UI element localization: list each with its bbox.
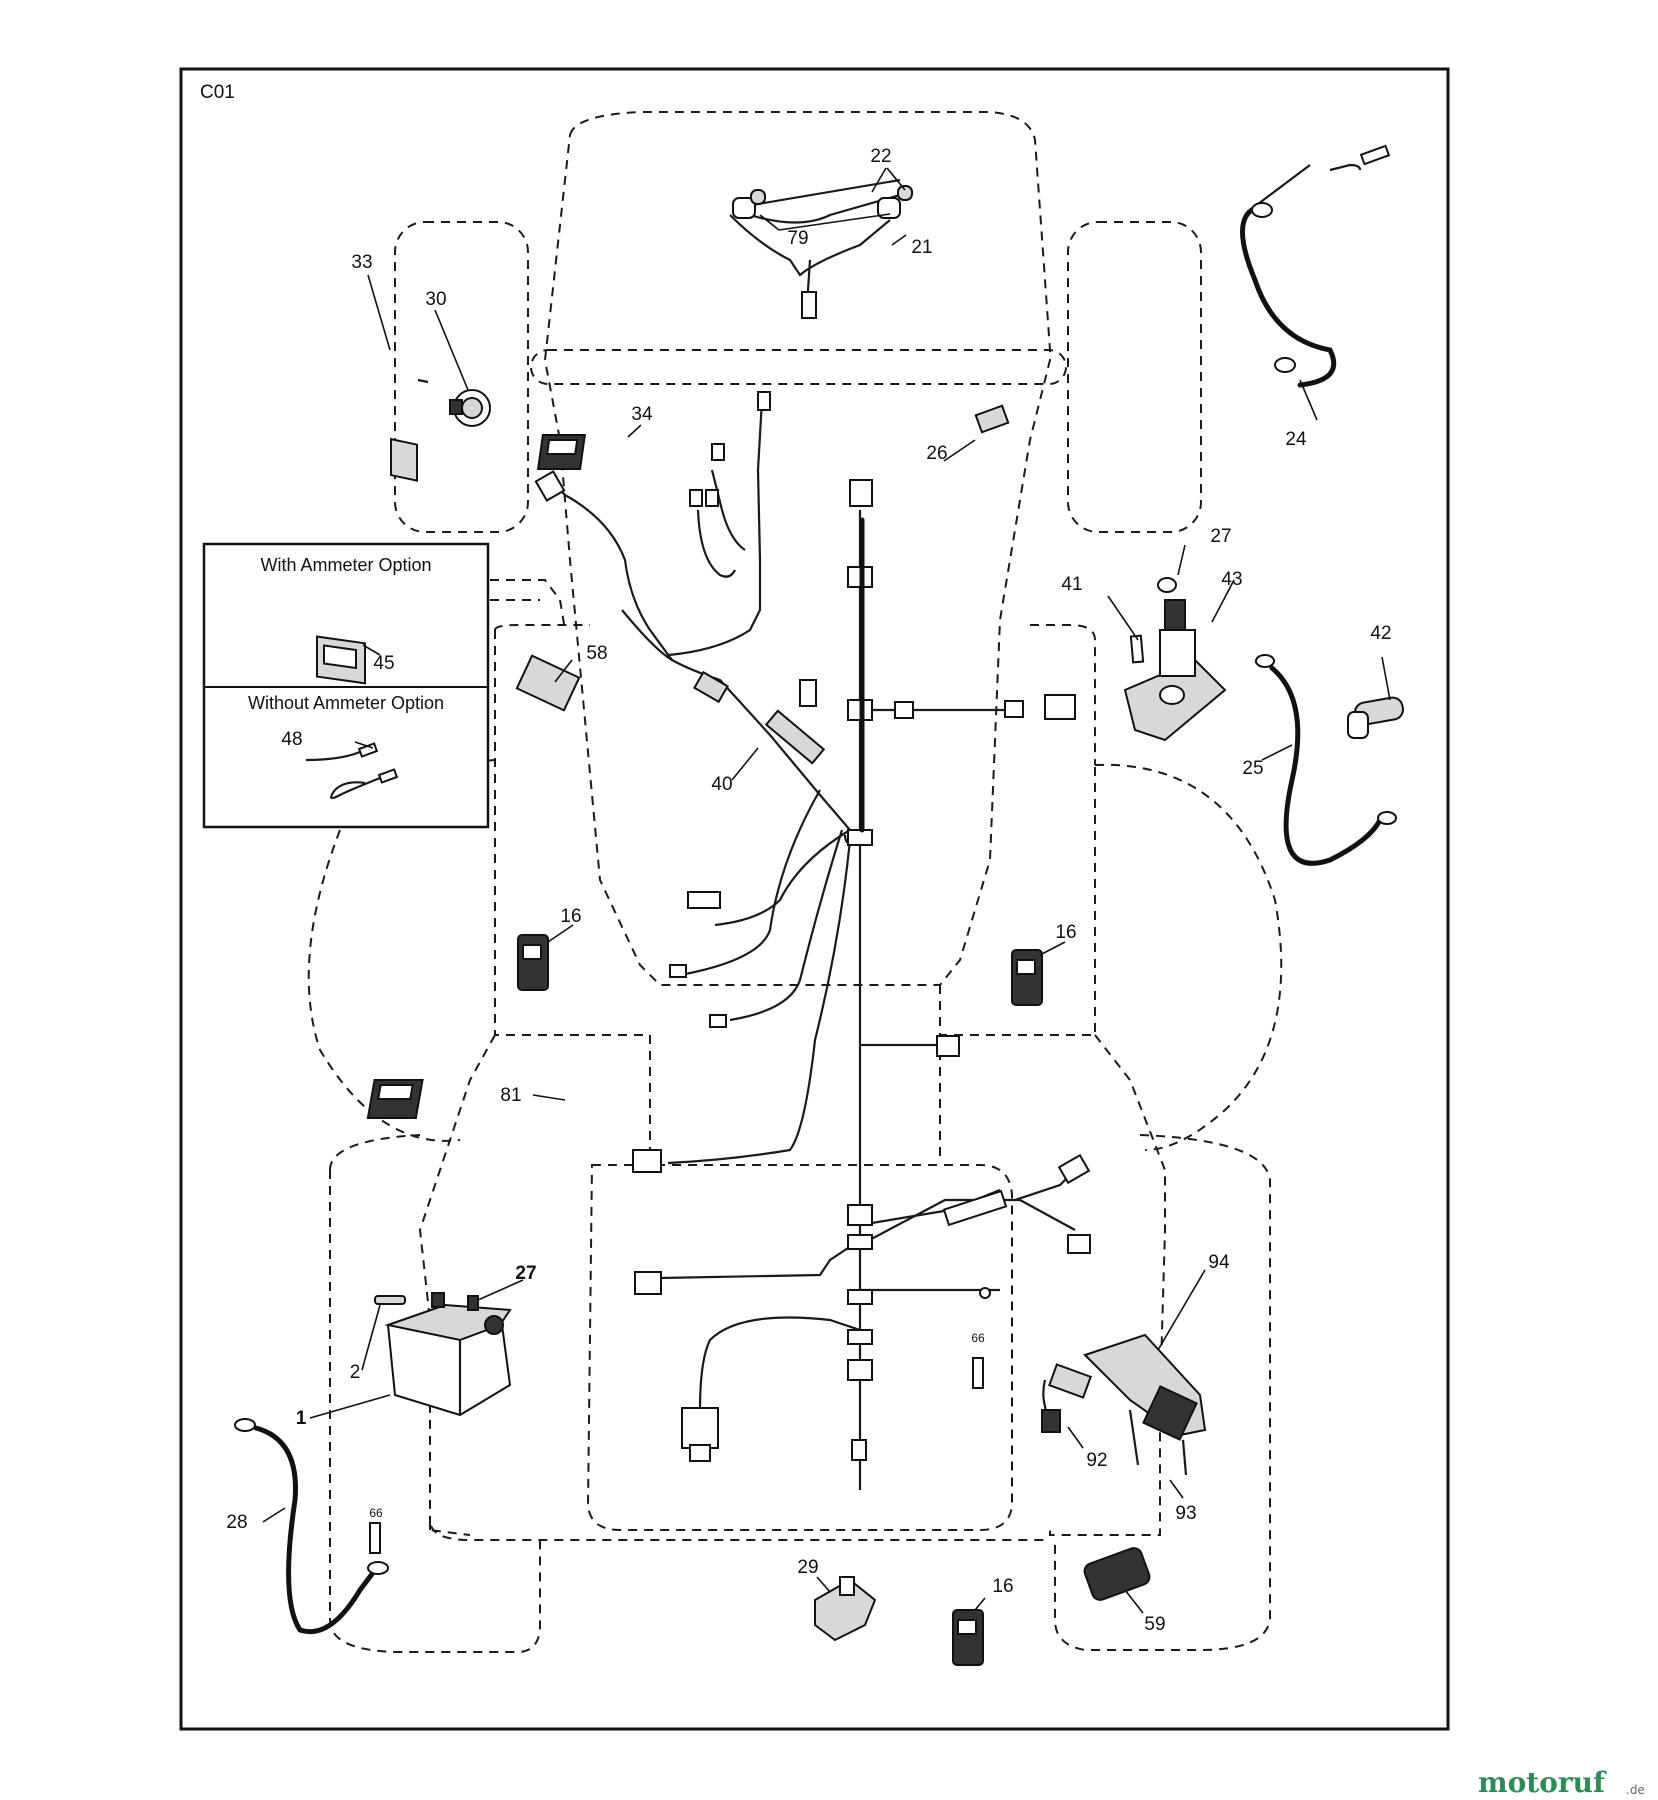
callout-48: 48	[281, 729, 302, 750]
callout-93: 93	[1175, 1503, 1196, 1524]
callout-40: 40	[711, 774, 732, 795]
main-wiring-harness	[534, 391, 1091, 1490]
starter-solenoid	[1123, 577, 1227, 742]
callout-58: 58	[586, 643, 607, 664]
ammeter-option-box: With Ammeter Option Without Ammeter Opti…	[202, 542, 490, 829]
interlock-switch-16-bottom	[952, 1609, 984, 1666]
callout-33: 33	[351, 252, 372, 273]
callout-22: 22	[870, 146, 891, 167]
callout-16-right: 16	[1055, 922, 1076, 943]
callout-45: 45	[373, 653, 394, 674]
without-ammeter-label: Without Ammeter Option	[248, 693, 444, 713]
callout-25: 25	[1242, 758, 1263, 779]
callout-92: 92	[1086, 1450, 1107, 1471]
ammeter-part	[316, 635, 366, 685]
callout-94: 94	[1208, 1252, 1230, 1273]
seat-switch-29	[814, 1576, 877, 1642]
callout-29: 29	[797, 1557, 818, 1578]
with-ammeter-label: With Ammeter Option	[260, 555, 431, 575]
callout-42: 42	[1370, 623, 1391, 644]
callouts: 22 79 21 33 30 34 26 24 27 41 43 42 25 4…	[226, 146, 1391, 1635]
wire-harness-92	[1041, 1363, 1092, 1433]
callout-59: 59	[1144, 1614, 1165, 1635]
screw-66-left	[369, 1522, 381, 1554]
ignition-module-94	[1083, 1333, 1207, 1441]
watermark-domain: .de	[1626, 1783, 1645, 1797]
watermark-logo: motoruf .de	[1478, 1766, 1645, 1799]
callout-27-top: 27	[1210, 526, 1231, 547]
callout-81: 81	[500, 1085, 521, 1106]
callout-16-bottom: 16	[992, 1576, 1013, 1597]
relay-cover-58	[515, 654, 581, 712]
callout-28: 28	[226, 1512, 247, 1533]
callout-66-left: 66	[369, 1506, 383, 1520]
battery-1	[384, 1303, 512, 1417]
relay-81	[366, 1079, 424, 1119]
battery-cable-24	[1240, 144, 1391, 388]
terminal-boot-42	[1347, 696, 1404, 739]
battery-bolt-2	[374, 1292, 445, 1308]
watermark-brand: motoruf	[1478, 1766, 1607, 1799]
screws-93	[1128, 1409, 1188, 1476]
callout-79: 79	[787, 228, 808, 249]
screw-66-right	[972, 1357, 984, 1389]
figure-code: C01	[200, 82, 235, 103]
diagram-frame	[179, 67, 1450, 1731]
battery-cable-25	[1254, 654, 1397, 866]
callout-26: 26	[926, 443, 947, 464]
callout-21: 21	[911, 237, 932, 258]
battery-cable-28	[234, 1418, 389, 1635]
callout-43: 43	[1221, 569, 1242, 590]
tractor-outline	[307, 111, 1283, 1653]
pto-switch	[536, 434, 587, 470]
callout-24: 24	[1285, 429, 1307, 450]
interlock-switch-16-left	[517, 934, 549, 991]
callout-66-right: 66	[971, 1331, 985, 1345]
headlight-harness	[729, 178, 913, 319]
fuse-26	[974, 404, 1010, 434]
callout-34: 34	[631, 404, 653, 425]
callout-2: 2	[350, 1362, 361, 1383]
callout-30: 30	[425, 289, 446, 310]
interlock-switch-16-right	[1011, 949, 1043, 1006]
callout-41: 41	[1061, 574, 1082, 595]
battery-nut-27	[467, 1295, 479, 1311]
callout-16-left: 16	[560, 906, 581, 927]
callout-1: 1	[296, 1408, 307, 1429]
capacitor-59	[1083, 1547, 1151, 1601]
ignition-switch	[390, 378, 491, 482]
callout-27-bottom: 27	[515, 1263, 536, 1284]
leader-lines	[262, 167, 1391, 1614]
